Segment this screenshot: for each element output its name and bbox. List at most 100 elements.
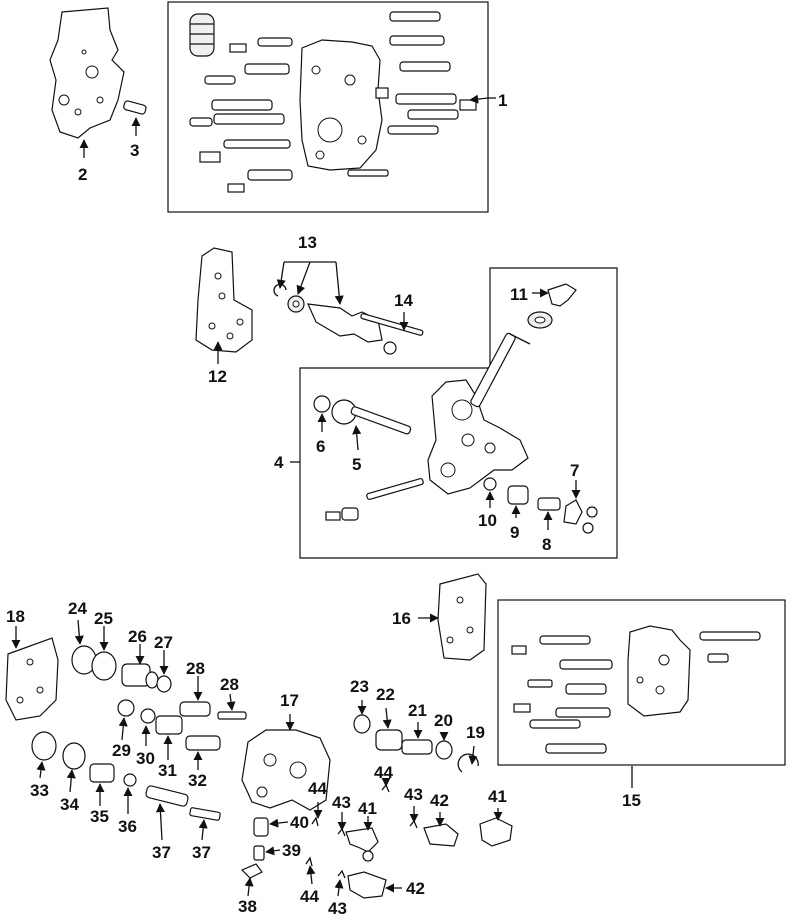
pin-3: [123, 100, 147, 115]
ring-23: [353, 714, 371, 734]
label-1: 1: [498, 91, 507, 110]
plate-16: [437, 573, 487, 661]
label-15: 15: [622, 791, 641, 810]
rings-24-25: [71, 645, 117, 681]
label-40: 40: [290, 813, 309, 832]
clip-44b: [305, 856, 313, 867]
seal-ring-6: [313, 395, 331, 413]
clip-43c: [337, 869, 346, 879]
spring-39: [253, 845, 265, 861]
assembly-box-15: [497, 599, 786, 766]
label-18: 18: [6, 607, 25, 626]
label-17: 17: [280, 691, 299, 710]
clip-38: [240, 863, 263, 879]
valve-spools-15: [511, 631, 761, 754]
ring-36: [123, 773, 137, 787]
label-6: 6: [316, 437, 325, 456]
ring-34: [62, 742, 86, 770]
label-9: 9: [510, 523, 519, 542]
label-31: 31: [158, 761, 177, 780]
valve-spools-right-1: [347, 11, 477, 177]
label-37a: 37: [152, 843, 171, 862]
label-20: 20: [434, 711, 453, 730]
label-12: 12: [208, 367, 227, 386]
piston-26: [121, 663, 159, 689]
spring-rod-4: [470, 332, 531, 408]
label-30: 30: [136, 749, 155, 768]
label-24: 24: [68, 599, 87, 618]
separator-plate-2: [49, 7, 125, 139]
spring-37a: [145, 785, 189, 807]
label-8: 8: [542, 535, 551, 554]
label-34: 34: [60, 795, 79, 814]
label-2: 2: [78, 165, 87, 184]
label-19: 19: [466, 723, 485, 742]
ring-27: [156, 675, 172, 693]
label-27: 27: [154, 633, 173, 652]
label-33: 33: [30, 781, 49, 800]
pump-body-4: [427, 379, 529, 495]
label-28b: 28: [220, 675, 239, 694]
label-44b: 44: [374, 763, 393, 782]
label-13: 13: [298, 233, 317, 252]
label-44a: 44: [308, 779, 327, 798]
label-36: 36: [118, 817, 137, 836]
label-42b: 42: [406, 879, 425, 898]
label-43c: 43: [328, 899, 347, 918]
label-41b: 41: [488, 787, 507, 806]
label-4: 4: [274, 453, 284, 472]
sleeve-9: [507, 485, 529, 505]
label-32: 32: [188, 771, 207, 790]
shaft-13: [307, 303, 383, 343]
ring-29: [117, 699, 135, 717]
label-3: 3: [130, 141, 139, 160]
label-25: 25: [94, 609, 113, 628]
label-14: 14: [394, 291, 413, 310]
valve-spools-left-1: [189, 37, 293, 193]
label-28a: 28: [186, 659, 205, 678]
label-43a: 43: [332, 793, 351, 812]
seal-11: [527, 311, 553, 329]
shaft-5: [331, 399, 412, 435]
label-35: 35: [90, 807, 109, 826]
label-44c: 44: [300, 887, 319, 906]
leader-lines: [11, 94, 633, 897]
label-38: 38: [238, 897, 257, 916]
ring-33: [31, 731, 57, 761]
valve-body-1: [299, 39, 383, 171]
ring-30: [140, 708, 156, 724]
label-43b: 43: [404, 785, 423, 804]
solenoid-42b: [347, 871, 387, 899]
clip-44a: [311, 816, 319, 827]
assembly-box-1: [167, 1, 489, 213]
sleeve-22: [375, 729, 403, 751]
label-7: 7: [570, 461, 579, 480]
solenoid-11: [547, 283, 577, 307]
label-26: 26: [128, 627, 147, 646]
valve-body-15: [627, 625, 691, 717]
label-41a: 41: [358, 799, 377, 818]
spring-37b: [189, 807, 221, 821]
ring-20: [435, 740, 453, 760]
part-labels: 1 2 3 4 5 6 7 8 9 10 11 12 13 14 15 16 1…: [6, 91, 641, 918]
label-29: 29: [112, 741, 131, 760]
label-23: 23: [350, 677, 369, 696]
clip-44c: [381, 783, 390, 793]
valve-train-4: [325, 477, 424, 521]
label-22: 22: [376, 685, 395, 704]
plate-12: [195, 247, 253, 353]
label-21: 21: [408, 701, 427, 720]
valve-body-17: [241, 729, 331, 811]
clip-43b: [409, 819, 418, 829]
bracket-7: [563, 499, 598, 534]
label-11: 11: [510, 285, 528, 304]
piston-35: [89, 763, 115, 783]
label-39: 39: [282, 841, 301, 860]
spring-32: [185, 735, 221, 751]
label-37b: 37: [192, 843, 211, 862]
gear-1: [189, 13, 215, 57]
plate-18: [5, 637, 59, 721]
label-5: 5: [352, 455, 361, 474]
